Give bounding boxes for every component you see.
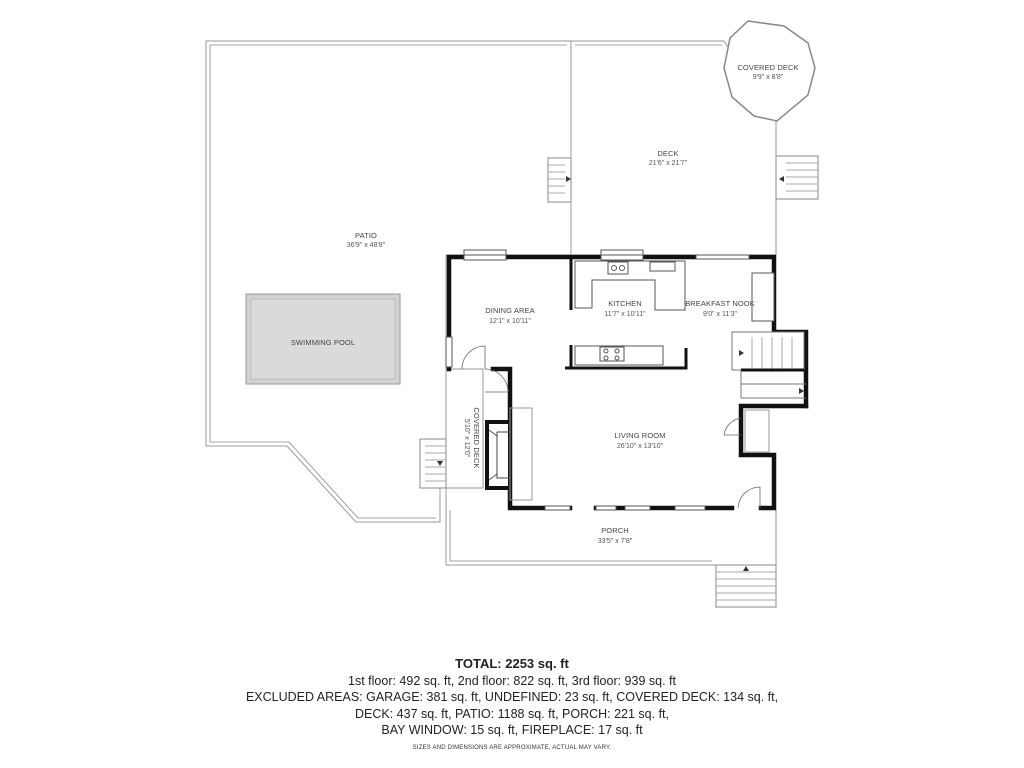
deck-stairs-left <box>547 157 572 203</box>
room-label-living-room: LIVING ROOM 26'10" x 13'10" <box>614 431 665 450</box>
doors <box>461 345 761 509</box>
interior-stairs <box>731 331 806 453</box>
room-dims: 33'5" x 7'8" <box>598 538 633 545</box>
room-label-dining-area: DINING AREA 12'1" x 10'11" <box>485 306 534 325</box>
room-name: DECK <box>657 149 678 158</box>
room-name: DINING AREA <box>485 306 534 315</box>
covered-deck-top <box>723 20 816 122</box>
fireplace <box>485 407 533 501</box>
room-label-patio: PATIO 36'9" x 48'8" <box>347 231 386 249</box>
kitchen-counters <box>574 260 686 366</box>
room-dims: 9'0" x 11'3" <box>703 311 737 318</box>
room-name: KITCHEN <box>608 299 642 308</box>
room-dims: 9'9" x 8'8" <box>753 74 784 81</box>
excluded-areas-line-1: EXCLUDED AREAS: GARAGE: 381 sq. ft, UNDE… <box>245 690 779 704</box>
floor-areas: 1st floor: 492 sq. ft, 2nd floor: 822 sq… <box>348 673 676 688</box>
room-dims: 21'6" x 21'7" <box>649 160 688 167</box>
total-area: TOTAL: 2253 sq. ft <box>455 656 569 671</box>
porch-area <box>445 488 777 608</box>
room-dims: 26'10" x 13'10" <box>617 443 664 450</box>
room-dims: 12'1" x 10'11" <box>489 318 531 325</box>
floor-plan: PATIO 36'9" x 48'8" SWIMMING POOL DECK 2… <box>205 20 819 608</box>
excluded-areas-line-2: DECK: 437 sq. ft, PATIO: 1188 sq. ft, PO… <box>354 706 669 721</box>
room-dims: 36'9" x 48'8" <box>347 242 386 249</box>
room-label-kitchen: KITCHEN 11'7" x 10'11" <box>604 299 646 318</box>
deck-stairs-right <box>775 155 819 200</box>
room-name: COVERED DECK <box>737 63 798 72</box>
room-name: LIVING ROOM <box>614 431 665 440</box>
room-label-breakfast-nook: BREAKFAST NOOK 9'0" x 11'3" <box>685 299 755 318</box>
area-summary: TOTAL: 2253 sq. ft 1st floor: 492 sq. ft… <box>0 656 1024 752</box>
room-name: BREAKFAST NOOK <box>685 299 755 308</box>
covered-deck-side <box>419 368 484 489</box>
disclaimer: SIZES AND DIMENSIONS ARE APPROXIMATE, AC… <box>412 744 612 751</box>
swimming-pool <box>245 293 401 385</box>
room-name: PATIO <box>355 231 377 240</box>
room-name: COVERED DECK <box>472 407 481 468</box>
room-name: SWIMMING POOL <box>291 338 355 347</box>
excluded-areas-line-3: BAY WINDOW: 15 sq. ft, FIREPLACE: 17 sq.… <box>381 723 643 737</box>
room-label-covered-deck-top: COVERED DECK 9'9" x 8'8" <box>737 63 798 81</box>
windows <box>445 249 775 511</box>
room-label-swimming-pool: SWIMMING POOL <box>291 338 355 347</box>
room-dims: 5'10" x 12'0" <box>463 419 470 458</box>
room-label-deck: DECK 21'6" x 21'7" <box>649 149 688 167</box>
room-label-covered-deck-side: COVERED DECK 5'10" x 12'0" <box>463 407 481 468</box>
room-name: PORCH <box>601 526 629 535</box>
patio-area <box>205 40 572 523</box>
room-label-porch: PORCH 33'5" x 7'8" <box>598 526 633 545</box>
room-dims: 11'7" x 10'11" <box>604 311 646 318</box>
